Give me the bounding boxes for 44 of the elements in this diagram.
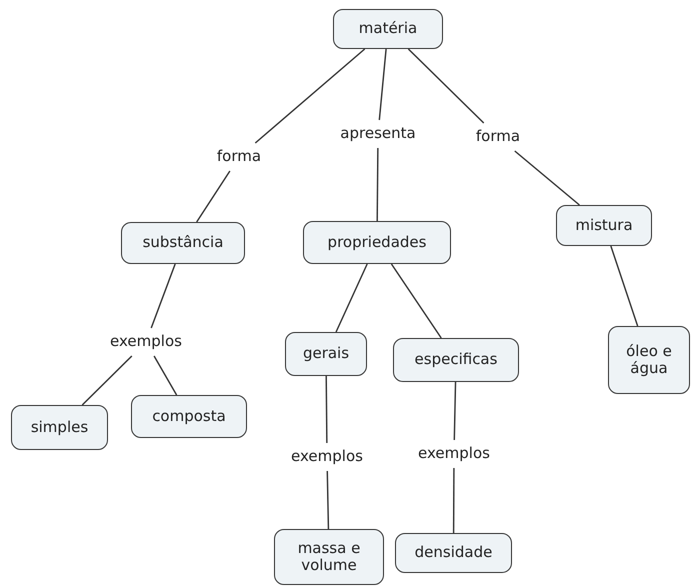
- concept-box: [274, 529, 384, 585]
- concept-label: gerais: [302, 345, 350, 363]
- concept-box: [608, 326, 690, 394]
- connector-line: [390, 264, 442, 338]
- concept-box: [121, 222, 245, 264]
- concept-label: composta: [152, 408, 226, 426]
- linking-phrase: exemplos: [418, 445, 490, 463]
- concept-box: [11, 405, 108, 450]
- concept-label: densidade: [414, 544, 492, 562]
- linking-phrase: exemplos: [110, 333, 182, 351]
- concept-label: especificas: [414, 351, 498, 369]
- connector-line: [196, 170, 230, 222]
- connector-line: [376, 148, 379, 221]
- concept-label: propriedades: [328, 234, 426, 252]
- concept-box: [393, 338, 519, 382]
- connector-line: [378, 48, 387, 120]
- connector-line: [150, 264, 176, 328]
- connector-line: [454, 382, 456, 440]
- concept-label: matéria: [358, 20, 418, 38]
- connector-line: [326, 376, 328, 443]
- concept-box: [395, 533, 512, 573]
- connector-line: [514, 150, 580, 206]
- concept-box: [556, 205, 652, 246]
- concept-box: [333, 9, 443, 49]
- concept-label: simples: [30, 418, 88, 436]
- concept-box: [303, 221, 451, 264]
- connector-line: [254, 48, 366, 144]
- linking-phrase: exemplos: [291, 448, 363, 466]
- connector-line: [335, 264, 368, 332]
- concept-box: [131, 395, 247, 438]
- connector-line: [408, 48, 484, 124]
- concept-label: mistura: [575, 216, 633, 234]
- connector-line: [153, 356, 178, 396]
- connector-line: [452, 468, 455, 533]
- concept-box: [285, 332, 367, 376]
- connector-line: [326, 470, 330, 530]
- linking-phrase: forma: [476, 128, 520, 146]
- linking-phrase: apresenta: [340, 125, 416, 143]
- connector-line: [82, 356, 132, 406]
- concept-label: óleo e água: [625, 342, 673, 378]
- linking-phrase: forma: [216, 148, 262, 166]
- concept-label: substância: [142, 234, 224, 252]
- concept-label: massa e volume: [296, 540, 362, 574]
- connector-line: [610, 246, 638, 326]
